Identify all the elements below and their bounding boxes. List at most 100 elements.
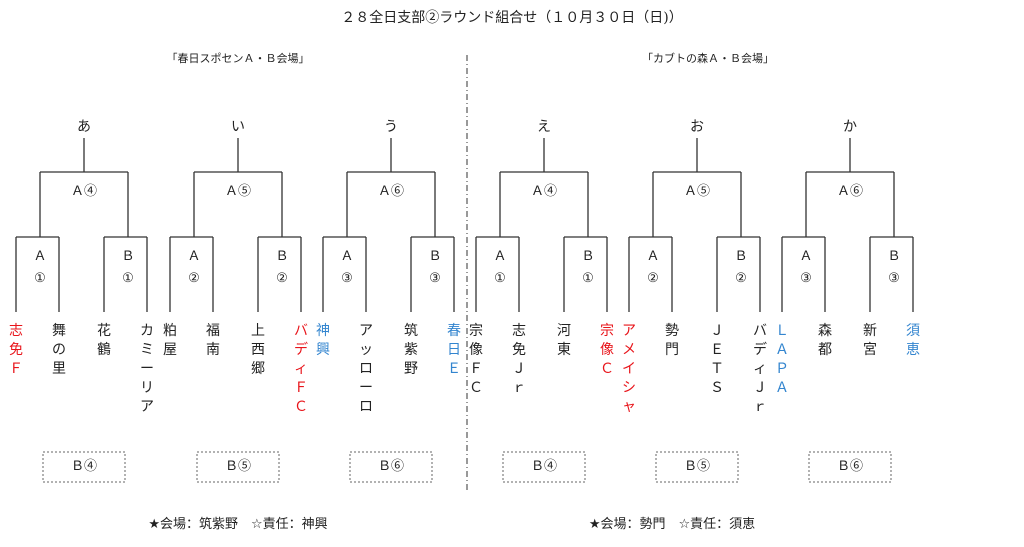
team-char: 日 (447, 342, 461, 358)
team-char: Ａ (775, 380, 789, 396)
slot-court-label: Ｂ (121, 249, 135, 264)
team-char: 上 (251, 323, 265, 339)
team-char: Ｃ (469, 380, 483, 396)
team-char: Ａ (775, 342, 789, 358)
team-char: 河 (557, 323, 571, 339)
slot-court-label: Ｂ (734, 249, 748, 264)
team-name: 舞の里 (50, 322, 68, 379)
slot-court-label: Ａ (340, 249, 354, 264)
team-char: ロ (359, 399, 373, 415)
slot-number-label: ③ (800, 271, 812, 286)
team-char: 新 (863, 323, 877, 339)
team-char: Ｆ (9, 361, 23, 377)
slot-number-label: ① (34, 271, 46, 286)
bottom-match-label: Ｂ⑤ (683, 459, 711, 474)
slot-number-label: ① (582, 271, 594, 286)
team-char: 舞 (52, 323, 66, 339)
bottom-match-box (655, 451, 739, 483)
team-char: Ｃ (600, 361, 614, 377)
team-char: 鶴 (97, 342, 111, 358)
team-char: 粕 (163, 323, 177, 339)
team-char: ア (359, 323, 373, 339)
group-label: あ (77, 119, 91, 135)
slot-number-label: ③ (429, 271, 441, 286)
team-char: Ｆ (294, 380, 308, 396)
team-char: Ｃ (294, 399, 308, 415)
slot-number-label: ① (122, 271, 134, 286)
top-match-label: Ａ⑥ (377, 184, 405, 199)
bottom-match-box (502, 451, 586, 483)
team-char: ロ (359, 361, 373, 377)
team-char: 興 (316, 342, 330, 358)
team-char: の (52, 342, 66, 358)
slot-number-label: ② (735, 271, 747, 286)
team-name: カミーリア (138, 322, 156, 417)
team-char: 春 (447, 323, 461, 339)
bottom-match-box (196, 451, 280, 483)
slot-number-label: ② (647, 271, 659, 286)
slot-court-label: Ａ (799, 249, 813, 264)
team-char: Ｅ (447, 361, 461, 377)
group-label: お (690, 119, 704, 135)
bottom-match-label: Ｂ⑤ (224, 459, 252, 474)
bottom-match-label: Ｂ⑥ (377, 459, 405, 474)
team-char: 里 (52, 361, 66, 377)
team-char: 宗 (469, 323, 483, 339)
team-char: 南 (206, 342, 220, 358)
team-name: 福南 (204, 322, 222, 360)
team-char: Ｆ (469, 361, 483, 377)
team-char: 神 (316, 323, 330, 339)
team-char: Ｅ (710, 342, 724, 358)
bottom-match-box (349, 451, 433, 483)
team-char: ア (140, 399, 154, 415)
bottom-match-box (808, 451, 892, 483)
team-char: ミ (140, 342, 154, 358)
team-char: バ (753, 323, 767, 339)
team-name: 筑紫野 (402, 322, 420, 379)
slot-court-label: Ａ (33, 249, 47, 264)
slot-court-label: Ａ (646, 249, 660, 264)
team-char: ｒ (512, 380, 526, 396)
slot-number-label: ② (276, 271, 288, 286)
group-label: う (384, 119, 398, 135)
team-char: 須 (906, 323, 920, 339)
team-name: 勢門 (663, 322, 681, 360)
team-char: バ (294, 323, 308, 339)
team-char: Ｐ (775, 361, 789, 377)
team-char: ｒ (753, 399, 767, 415)
team-char: Ｊ (753, 380, 767, 396)
team-char: メ (622, 342, 636, 358)
team-char: 花 (97, 323, 111, 339)
page-title: ２８全日支部②ラウンド組合せ（１０月３０日（日)） (341, 10, 683, 26)
bottom-match-label: Ｂ④ (70, 459, 98, 474)
team-char: 森 (818, 323, 832, 339)
team-char: 像 (469, 342, 483, 358)
top-match-label: Ａ④ (70, 184, 98, 199)
top-match-label: Ａ⑥ (836, 184, 864, 199)
team-char: デ (753, 342, 767, 358)
team-char: カ (140, 323, 154, 339)
team-name: 須恵 (904, 322, 922, 360)
team-name: アメイシャ (620, 322, 638, 417)
slot-number-label: ③ (341, 271, 353, 286)
team-char: 門 (665, 342, 679, 358)
team-name: 花鶴 (95, 322, 113, 360)
team-char: Ｌ (775, 323, 789, 339)
team-char: 免 (512, 342, 526, 358)
top-match-label: Ａ④ (530, 184, 558, 199)
group-label: か (843, 119, 857, 135)
team-char: 屋 (163, 342, 177, 358)
bottom-match-label: Ｂ⑥ (836, 459, 864, 474)
slot-court-label: Ｂ (428, 249, 442, 264)
team-char: デ (294, 342, 308, 358)
slot-number-label: ① (494, 271, 506, 286)
team-char: 志 (9, 323, 23, 339)
